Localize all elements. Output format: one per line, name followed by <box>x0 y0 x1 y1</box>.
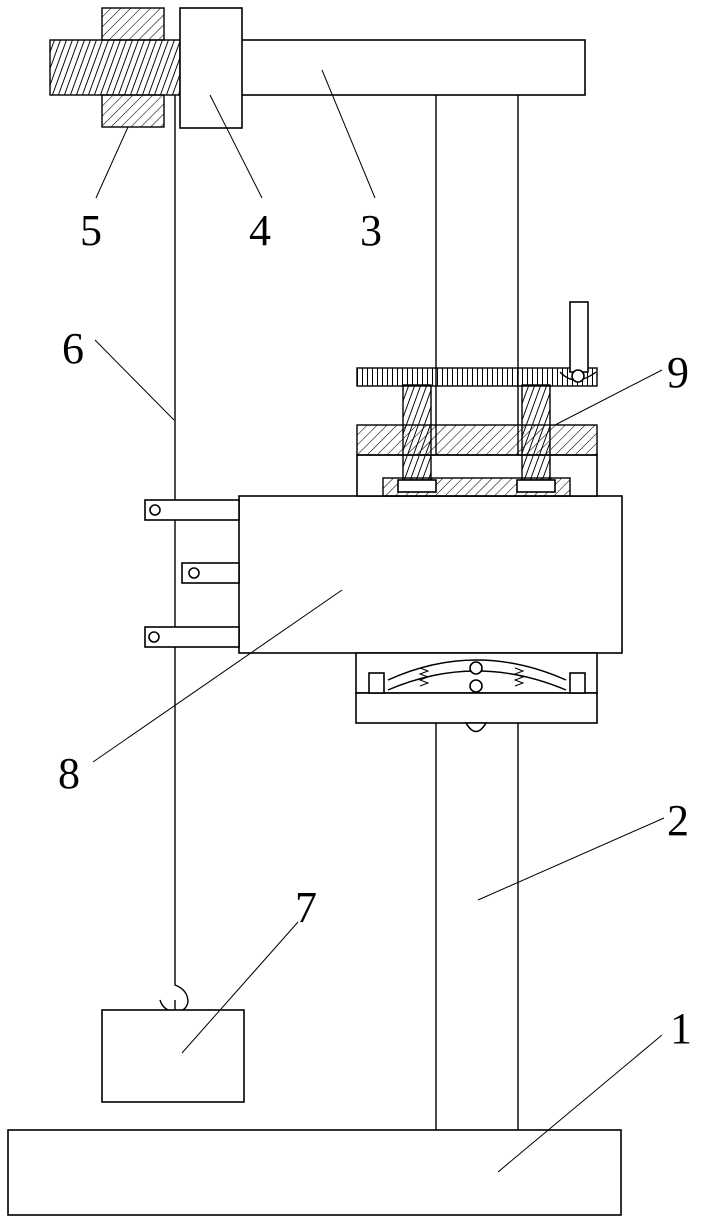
base-plate <box>8 1130 621 1215</box>
lower-spring-assembly <box>356 653 597 732</box>
label-rope: 6 <box>62 324 84 373</box>
label-column: 2 <box>667 796 689 845</box>
hook <box>160 975 188 1012</box>
main-housing <box>239 496 622 653</box>
nut-top <box>102 8 164 40</box>
label-weight: 7 <box>295 883 317 932</box>
threaded-rod <box>50 40 180 95</box>
top-arm <box>240 40 585 95</box>
side-tabs <box>145 500 239 647</box>
label-screw: 9 <box>667 348 689 397</box>
pulley-block <box>180 8 242 128</box>
label-nut: 5 <box>80 206 102 255</box>
label-block: 4 <box>249 206 271 255</box>
label-housing: 8 <box>58 749 80 798</box>
weight <box>102 1010 244 1102</box>
nut-bottom <box>102 95 164 127</box>
upper-clamp <box>357 302 597 496</box>
label-arm: 3 <box>360 206 382 255</box>
label-base: 1 <box>670 1004 692 1053</box>
